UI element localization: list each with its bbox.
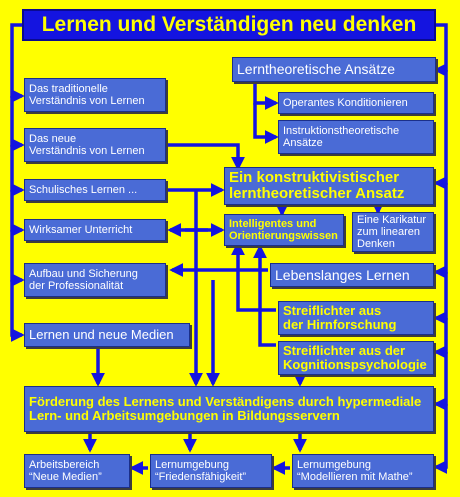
box-learning-new-media[interactable]: Lernen und neue Medien <box>24 323 190 347</box>
box-operant-conditioning[interactable]: Operantes Konditionieren <box>278 92 434 114</box>
box-school-learning[interactable]: Schulisches Lernen ... <box>24 179 166 201</box>
box-learning-theories[interactable]: Lerntheoretische Ansätze <box>232 57 436 82</box>
box-hypermedia-promotion[interactable]: Förderung des Lernens und Verständigens … <box>24 386 434 432</box>
box-new-media-area[interactable]: Arbeitsbereich “Neue Medien” <box>24 454 130 488</box>
page-title-text: Lernen und Verständigen neu denken <box>41 13 417 36</box>
box-brain-research[interactable]: Streiflichter aus der Hirnforschung <box>278 301 434 335</box>
box-peace-capability[interactable]: Lernumgebung “Friedensfähigkeit” <box>150 454 272 488</box>
page-title: Lernen und Verständigen neu denken <box>22 9 436 41</box>
box-modelling-maths[interactable]: Lernumgebung “Modellieren mit Mathe” <box>292 454 434 488</box>
box-new-learning[interactable]: Das neue Verständnis von Lernen <box>24 128 166 162</box>
box-effective-teaching[interactable]: Wirksamer Unterricht <box>24 219 166 241</box>
box-cognitive-psychology[interactable]: Streiflichter aus der Kognitionspsycholo… <box>278 341 434 375</box>
box-intelligent-knowledge[interactable]: Intelligentes und Orientierungswissen <box>224 214 344 246</box>
box-lifelong-learning[interactable]: Lebenslanges Lernen <box>270 263 434 287</box>
box-traditional-learning[interactable]: Das traditionelle Verständnis von Lernen <box>24 78 166 112</box>
box-instructional-theory[interactable]: Instruktionstheoretische Ansätze <box>278 120 434 154</box>
box-constructivist-approach[interactable]: Ein konstruktivistischer lerntheoretisch… <box>224 167 434 205</box>
box-professionalism[interactable]: Aufbau und Sicherung der Professionalitä… <box>24 263 166 297</box>
box-caricature-linear-thinking[interactable]: Eine Karikatur zum linearen Denken <box>352 212 434 252</box>
